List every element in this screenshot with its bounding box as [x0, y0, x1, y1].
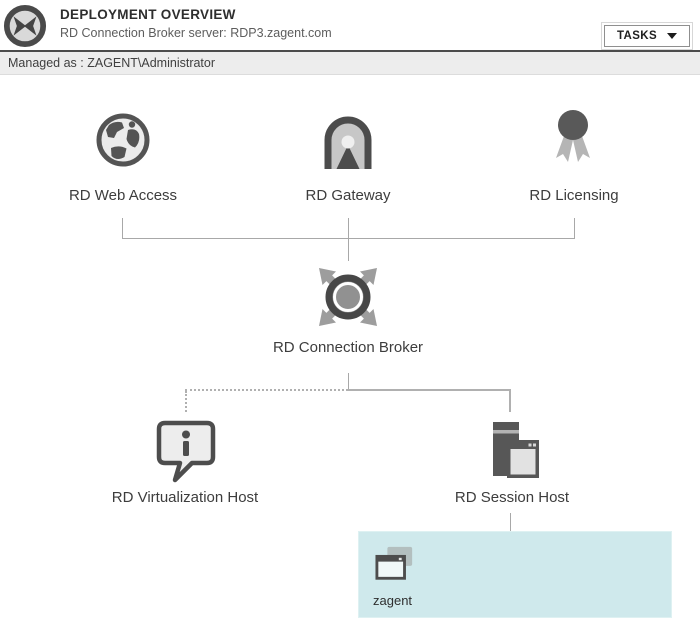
tasks-dropdown-button[interactable]: TASKS: [601, 22, 693, 50]
server-window-icon[interactable]: [483, 420, 541, 487]
broker-circle-arrows-icon[interactable]: [315, 264, 381, 335]
remote-desktop-services-icon: [3, 4, 47, 48]
connector-line-dotted: [185, 389, 348, 391]
connector-line: [574, 218, 575, 238]
session-host-server-group[interactable]: zagent: [358, 531, 672, 618]
node-label-rd-web-access: RD Web Access: [68, 187, 178, 204]
connector-line: [509, 391, 511, 412]
node-label-rd-virtualization-host: RD Virtualization Host: [111, 489, 259, 506]
connector-line: [510, 513, 511, 531]
connector-line: [122, 218, 123, 238]
panel-header: DEPLOYMENT OVERVIEW RD Connection Broker…: [0, 0, 700, 52]
gateway-arch-icon[interactable]: [322, 111, 374, 174]
connector-line: [348, 238, 349, 261]
node-label-rd-licensing: RD Licensing: [529, 187, 619, 204]
server-name-label: zagent: [373, 593, 413, 608]
page-subtitle: RD Connection Broker server: RDP3.zagent…: [60, 26, 332, 40]
node-label-rd-connection-broker: RD Connection Broker: [272, 339, 424, 356]
node-label-rd-gateway: RD Gateway: [305, 187, 391, 204]
managed-as-bar: Managed as : ZAGENT\Administrator: [0, 52, 700, 75]
page-title: DEPLOYMENT OVERVIEW: [60, 7, 236, 22]
node-label-rd-session-host: RD Session Host: [454, 489, 570, 506]
tasks-button-label: TASKS: [616, 30, 658, 42]
dropdown-caret-icon: [667, 33, 678, 39]
connector-line-dotted: [185, 391, 187, 412]
globe-icon[interactable]: [95, 112, 151, 173]
overlapping-windows-icon: [372, 544, 418, 589]
connector-line: [348, 218, 349, 238]
info-bubble-icon[interactable]: [154, 418, 218, 489]
award-ribbon-icon[interactable]: [550, 108, 596, 175]
connector-line: [348, 373, 349, 390]
connector-line: [348, 389, 511, 391]
